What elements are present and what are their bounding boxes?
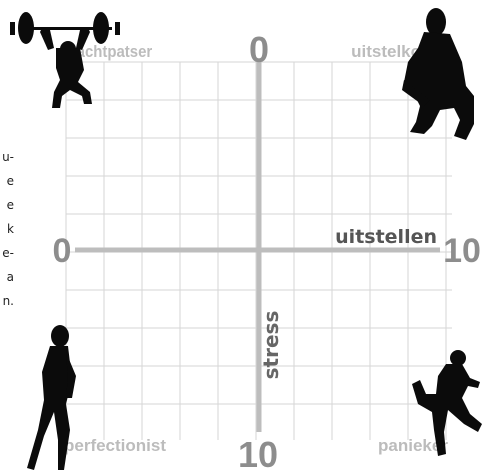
crouching-man-icon: [402, 8, 474, 140]
vertical-axis-max: 10: [238, 434, 278, 471]
horizontal-axis-label: uitstellen: [335, 226, 437, 248]
horizontal-axis-max: 10: [443, 232, 481, 270]
quadrant-label-bottom-left: perfectionist: [64, 436, 166, 455]
horizontal-axis-min: 0: [53, 232, 72, 270]
vertical-axis-min: 0: [249, 29, 269, 70]
vertical-axis-label: stress: [259, 311, 283, 380]
